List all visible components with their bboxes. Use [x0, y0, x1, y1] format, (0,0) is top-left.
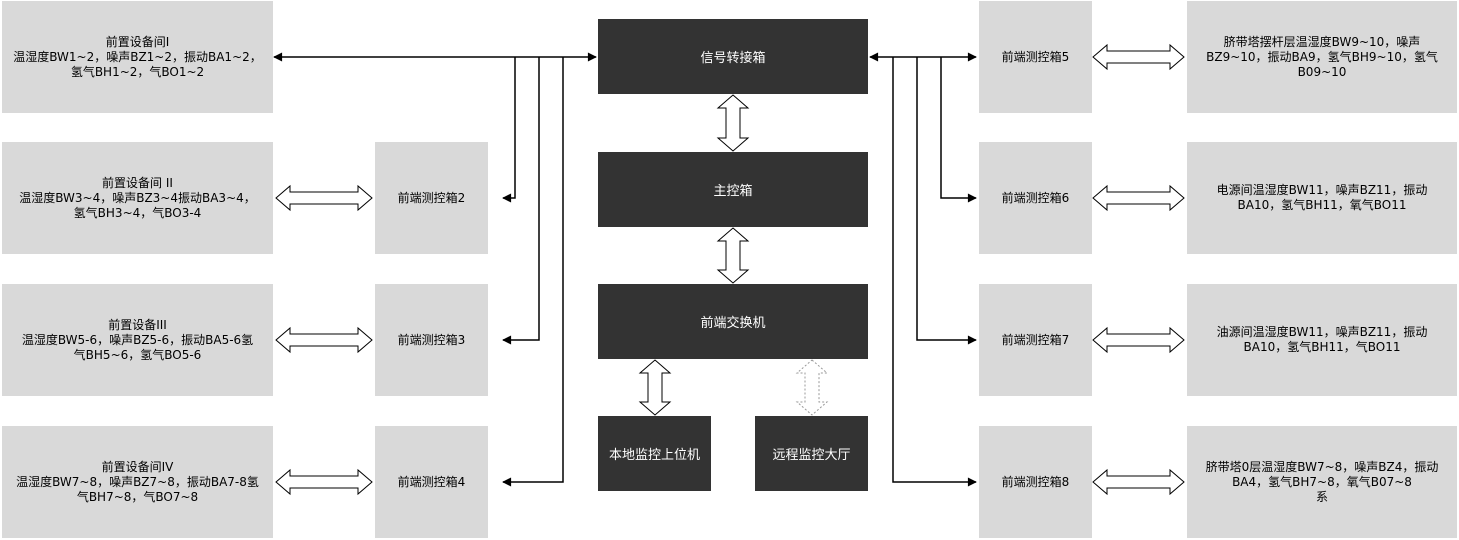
front-control-box-5: 前端测控箱5: [979, 1, 1092, 113]
box-label: 前端测控箱7: [1001, 332, 1070, 347]
room-title: 前置设备III: [108, 317, 167, 332]
room-sensor-line: BA10，氢气BH11，气BO11: [1243, 340, 1401, 354]
remote-monitor-hall: 远程监控大厅: [755, 416, 868, 491]
link-box4-signal: [502, 57, 564, 487]
room-sensor-line: BZ9~10，振动BA9，氢气BH9~10，氢气: [1206, 49, 1438, 64]
room-sensor-line: B09~10: [1297, 64, 1347, 79]
room-sensor-line: 温湿度BW1~2，噪声BZ1~2，振动BA1~2，: [13, 49, 262, 64]
box-label: 前端交换机: [700, 316, 766, 331]
hollow-arrow-box6-room: [1092, 184, 1185, 212]
link-signal-box8: [892, 57, 977, 487]
box-label: 前端测控箱3: [397, 332, 466, 347]
box-label: 主控箱: [713, 184, 753, 199]
room-title: 前置设备间I: [105, 34, 170, 49]
hollow-arrow-box7-room: [1092, 326, 1185, 354]
hollow-arrow-room3-box3: [275, 326, 373, 354]
link-box2-signal: [502, 57, 516, 203]
front-control-box-2: 前端测控箱2: [375, 142, 488, 254]
box-label: 本地监控上位机: [608, 448, 700, 463]
local-monitor-pc: 本地监控上位机: [598, 416, 711, 491]
room-sensor-line: 脐带塔0层温湿度BW7~8，噪声BZ4，振动: [1205, 459, 1439, 474]
hollow-arrow-room2-box2: [275, 184, 373, 212]
front-control-box-3: 前端测控箱3: [375, 284, 488, 396]
room-title: 前置设备间IV: [101, 459, 174, 474]
link-signal-box7: [916, 57, 977, 345]
front-control-box-4: 前端测控箱4: [375, 426, 488, 538]
room-sensor-line: BA4，氢气BH7~8，氧气B07~8: [1232, 474, 1412, 489]
front-control-box-7: 前端测控箱7: [979, 284, 1092, 396]
box-label: 前端测控箱2: [397, 190, 466, 205]
box-label: 前端测控箱8: [1001, 474, 1070, 489]
room-power-supply: 电源间温湿度BW11，噪声BZ11，振动 BA10，氢气BH11，氧气BO11: [1187, 142, 1457, 254]
box-label: 前端测控箱6: [1001, 190, 1070, 205]
room-sensor-line: 气BH5~6，氢气BO5-6: [73, 347, 202, 362]
room-sensor-line: 系: [1315, 489, 1328, 504]
room-sensor-line: 脐带塔摆杆层温湿度BW9~10，噪声: [1223, 34, 1421, 49]
link-box3-signal: [502, 57, 540, 345]
room-front-equipment-4: 前置设备间IV 温湿度BW7~8，噪声BZ7~8，振动BA7-8氢 气BH7~8…: [2, 426, 273, 538]
room-sensor-line: 氢气BH1~2，气BO1~2: [70, 64, 205, 79]
hollow-arrow-main-switch: [716, 227, 750, 284]
room-front-equipment-2: 前置设备间 II 温湿度BW3~4，噪声BZ3~4振动BA3~4， 氢气BH3~…: [2, 142, 273, 254]
dashed-arrow-switch-remote: [795, 359, 829, 416]
hollow-arrow-switch-local: [638, 359, 672, 416]
room-sensor-line: 电源间温湿度BW11，噪声BZ11，振动: [1216, 183, 1428, 197]
signal-transfer-box: 信号转接箱: [598, 19, 868, 94]
hollow-arrow-room4-box4: [275, 468, 373, 496]
front-control-box-8: 前端测控箱8: [979, 426, 1092, 538]
room-sensor-line: 温湿度BW7~8，噪声BZ7~8，振动BA7-8氢: [16, 474, 259, 489]
room-front-equipment-1: 前置设备间I 温湿度BW1~2，噪声BZ1~2，振动BA1~2， 氢气BH1~2…: [2, 1, 273, 113]
front-switch: 前端交换机: [598, 284, 868, 359]
room-title: 前置设备间 II: [102, 175, 173, 190]
hollow-arrow-box5-room: [1092, 43, 1185, 71]
room-sensor-line: 氢气BH3~4，气BO3-4: [73, 205, 202, 220]
room-sensor-line: BA10，氢气BH11，氧气BO11: [1237, 198, 1407, 212]
room-sensor-line: 温湿度BW3~4，噪声BZ3~4振动BA3~4，: [19, 190, 256, 205]
link-signal-box6: [940, 57, 977, 203]
box-label: 前端测控箱5: [1001, 49, 1070, 64]
room-umbilical-tower-swing-arm: 脐带塔摆杆层温湿度BW9~10，噪声 BZ9~10，振动BA9，氢气BH9~10…: [1187, 1, 1457, 113]
front-control-box-6: 前端测控箱6: [979, 142, 1092, 254]
box-label: 远程监控大厅: [772, 448, 851, 463]
box-label: 信号转接箱: [700, 51, 766, 66]
room-sensor-line: 油源间温湿度BW11，噪声BZ11，振动: [1216, 325, 1428, 339]
room-sensor-line: 温湿度BW5-6，噪声BZ5-6，振动BA5-6氢: [21, 332, 254, 347]
hollow-arrow-signal-main: [716, 94, 750, 152]
hollow-arrow-box8-room: [1092, 468, 1185, 496]
room-sensor-line: 气BH7~8，气BO7~8: [76, 489, 199, 504]
room-umbilical-tower-level-0: 脐带塔0层温湿度BW7~8，噪声BZ4，振动 BA4，氢气BH7~8，氧气B07…: [1187, 426, 1457, 538]
main-control-box: 主控箱: [598, 152, 868, 227]
box-label: 前端测控箱4: [397, 474, 466, 489]
room-oil-source: 油源间温湿度BW11，噪声BZ11，振动 BA10，氢气BH11，气BO11: [1187, 284, 1457, 396]
room-front-equipment-3: 前置设备III 温湿度BW5-6，噪声BZ5-6，振动BA5-6氢 气BH5~6…: [2, 284, 273, 396]
